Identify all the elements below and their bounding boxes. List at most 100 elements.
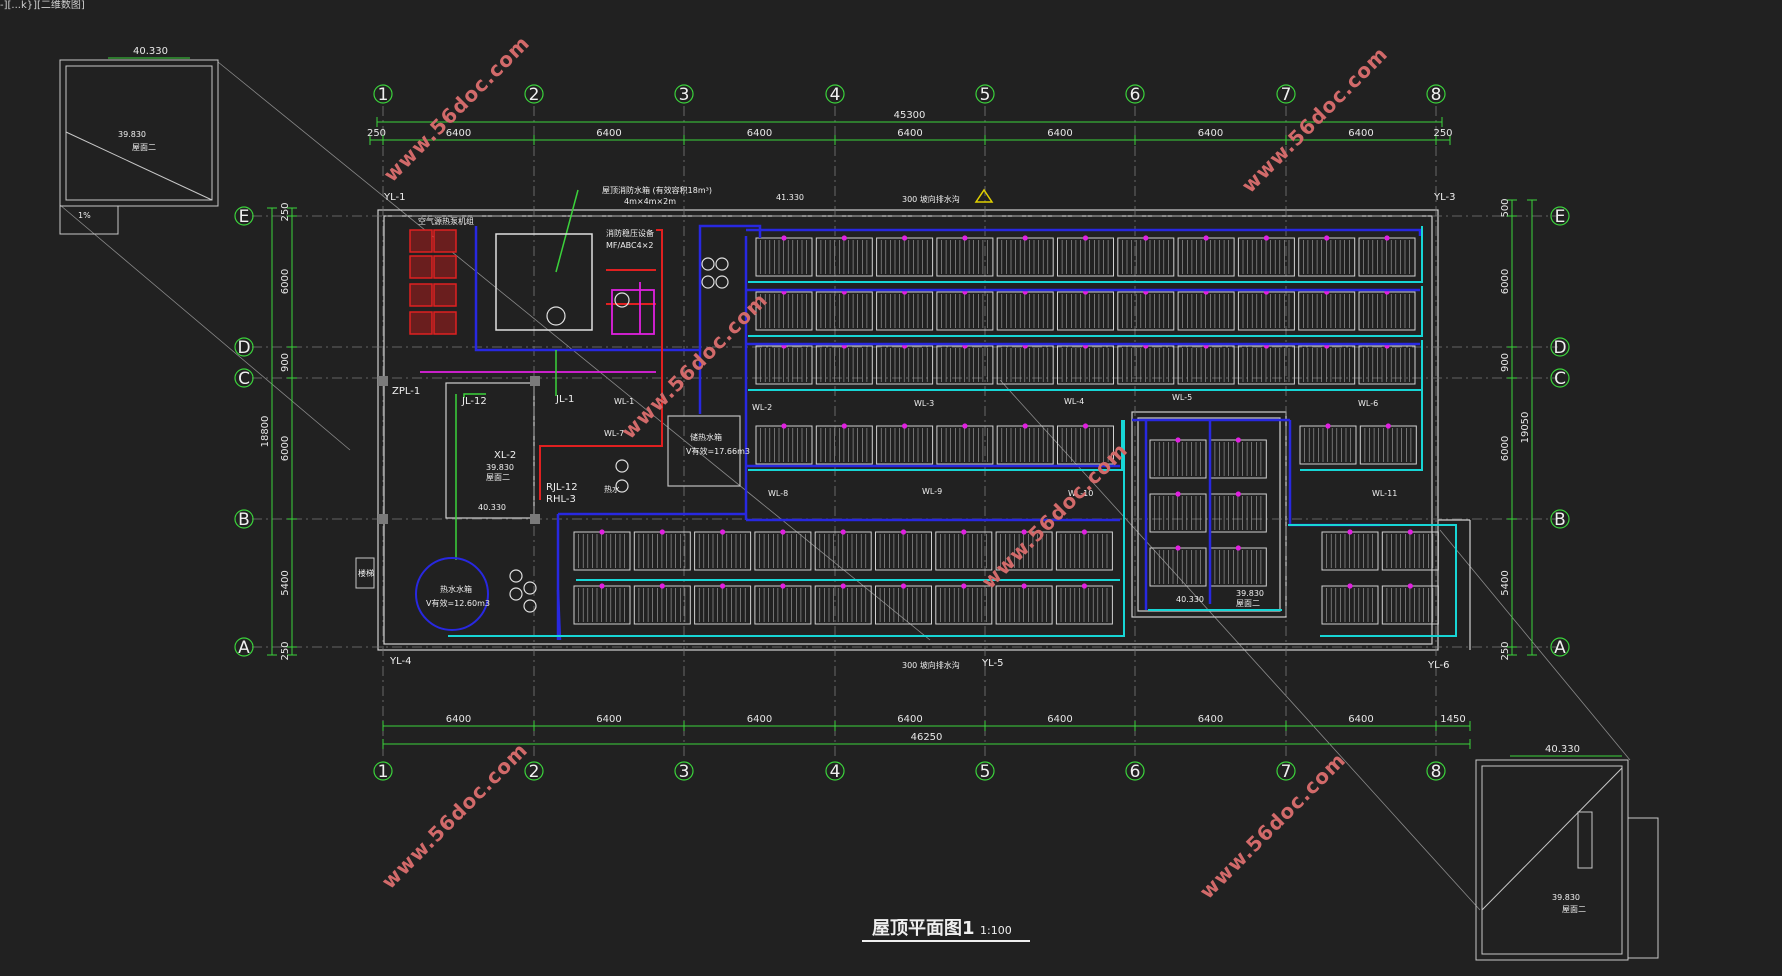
grid-bubble-row-B bbox=[1550, 509, 1570, 529]
dim-top-span-1: 6400 bbox=[596, 128, 621, 139]
grid-bubble-row-E bbox=[1550, 206, 1570, 226]
grid-label-col-2: 2 bbox=[529, 762, 540, 782]
row6-panel-0 bbox=[573, 583, 631, 625]
row2-panel-4 bbox=[996, 289, 1054, 331]
label-storage: 储热水箱 bbox=[690, 432, 722, 442]
row3-panel-8 bbox=[1237, 343, 1295, 385]
dim-bottom-span-1: 6400 bbox=[596, 714, 621, 725]
grid-bubble-row-D bbox=[234, 337, 254, 357]
row3-panel-1 bbox=[815, 343, 873, 385]
label-yl5: YL-5 bbox=[981, 658, 1003, 669]
row8b-panel-1 bbox=[1381, 583, 1439, 625]
row1-panel-4 bbox=[996, 235, 1054, 277]
label-elev-40330: 40.330 bbox=[478, 503, 506, 512]
grid-bubble-col-6 bbox=[1125, 761, 1145, 781]
row1-panel-7 bbox=[1177, 235, 1235, 277]
column-markers bbox=[378, 376, 540, 524]
row7b-panel-1 bbox=[1209, 491, 1267, 533]
dim-top-edge-right: 250 bbox=[1433, 128, 1452, 139]
label-door: 楼梯 bbox=[358, 568, 374, 578]
row1-panel-2 bbox=[876, 235, 934, 277]
grid-bubble-col-8 bbox=[1426, 761, 1446, 781]
dim-top-edge-left: 250 bbox=[367, 128, 386, 139]
row4b-panel-1 bbox=[1359, 423, 1417, 465]
label-wl8: WL-8 bbox=[768, 489, 788, 498]
row3-panel-3 bbox=[936, 343, 994, 385]
label-wl9: WL-9 bbox=[922, 487, 942, 496]
row2-panel-10 bbox=[1358, 289, 1416, 331]
label-wl7: WL-7 bbox=[604, 429, 624, 438]
grid-label-row-B: B bbox=[1554, 510, 1566, 530]
row2-panel-8 bbox=[1237, 289, 1295, 331]
dim-top-total: 45300 bbox=[894, 110, 926, 121]
label-wl1: WL-1 bbox=[614, 397, 634, 406]
grid-bubble-col-2 bbox=[524, 84, 544, 104]
row5-panel-8 bbox=[1055, 529, 1113, 571]
row4-panel-1 bbox=[815, 423, 873, 465]
row6-panel-3 bbox=[754, 583, 812, 625]
row2-panel-1 bbox=[815, 289, 873, 331]
label-jl1: JL-1 bbox=[555, 394, 574, 405]
dim-right-span-3: 6000 bbox=[1500, 436, 1511, 461]
inset1-slope: 1% bbox=[78, 211, 91, 220]
row2-panel-3 bbox=[936, 289, 994, 331]
row8b-panel-0 bbox=[1321, 583, 1379, 625]
dim-bottom-span-7: 1450 bbox=[1440, 714, 1465, 725]
row5-panel-3 bbox=[754, 529, 812, 571]
drawing-title: 屋顶平面图1 bbox=[872, 918, 975, 939]
label-elev-top: 41.330 bbox=[776, 193, 804, 202]
row5-panel-6 bbox=[935, 529, 993, 571]
row1-panel-9 bbox=[1298, 235, 1356, 277]
inset2-elev: 39.830 bbox=[1552, 893, 1580, 902]
grid-label-row-A: A bbox=[1554, 638, 1566, 658]
grid-label-col-5: 5 bbox=[980, 762, 991, 782]
row7c-panel-0 bbox=[1149, 545, 1207, 587]
row6-panel-1 bbox=[633, 583, 691, 625]
label-yl1: YL-1 bbox=[383, 192, 405, 203]
label-rjl12: RJL-12 bbox=[546, 482, 578, 493]
inset-bottom-right bbox=[1475, 759, 1659, 961]
grid-label-col-8: 8 bbox=[1431, 762, 1442, 782]
label-rhl3: RHL-3 bbox=[546, 494, 576, 505]
grid-bubble-col-5 bbox=[975, 761, 995, 781]
label-yl4: YL-4 bbox=[389, 656, 411, 667]
grid-bubble-col-1 bbox=[373, 761, 393, 781]
row1-panel-10 bbox=[1358, 235, 1416, 277]
dim-right-span-1: 6000 bbox=[1500, 269, 1511, 294]
drawing-scale: 1:100 bbox=[980, 924, 1012, 937]
dim-left-span-1: 6000 bbox=[280, 269, 291, 294]
piping-green bbox=[455, 189, 579, 560]
dim-right-span-5: 250 bbox=[1500, 641, 1511, 660]
piping-cyan bbox=[448, 226, 1457, 637]
air-source-units bbox=[409, 229, 457, 335]
window-title: -][...k}][二维数图] bbox=[0, 0, 85, 11]
row6-panel-6 bbox=[935, 583, 993, 625]
dim-left-span-2: 900 bbox=[280, 353, 291, 372]
row6-panel-4 bbox=[814, 583, 872, 625]
storage-tank bbox=[667, 415, 741, 487]
label-hot: 热水 bbox=[604, 484, 620, 494]
grid-bubble-col-4 bbox=[825, 84, 845, 104]
label-wl11: WL-11 bbox=[1372, 489, 1397, 498]
fire-water-tank bbox=[495, 233, 593, 331]
grid-label-col-3: 3 bbox=[679, 85, 690, 105]
grid-label-col-1: 1 bbox=[378, 762, 389, 782]
grid-label-row-D: D bbox=[237, 338, 250, 358]
row4-panel-2 bbox=[876, 423, 934, 465]
label-tank-size: 4m×4m×2m bbox=[624, 197, 676, 206]
row7c-panel-1 bbox=[1209, 545, 1267, 587]
dim-right-total: 19050 bbox=[1520, 412, 1531, 444]
row5-panel-7 bbox=[995, 529, 1053, 571]
dim-bottom-span-2: 6400 bbox=[747, 714, 772, 725]
row6-panel-7 bbox=[995, 583, 1053, 625]
grid-bubble-col-3 bbox=[674, 84, 694, 104]
label-device-model: MF/ABC4×2 bbox=[606, 241, 654, 250]
dim-left-span-0: 250 bbox=[280, 202, 291, 221]
grid-bubble-row-C bbox=[234, 368, 254, 388]
grid-label-row-D: D bbox=[1553, 338, 1566, 358]
row5-panel-2 bbox=[694, 529, 752, 571]
row1-panel-6 bbox=[1117, 235, 1175, 277]
row4-panel-3 bbox=[936, 423, 994, 465]
grid-label-col-7: 7 bbox=[1281, 85, 1292, 105]
